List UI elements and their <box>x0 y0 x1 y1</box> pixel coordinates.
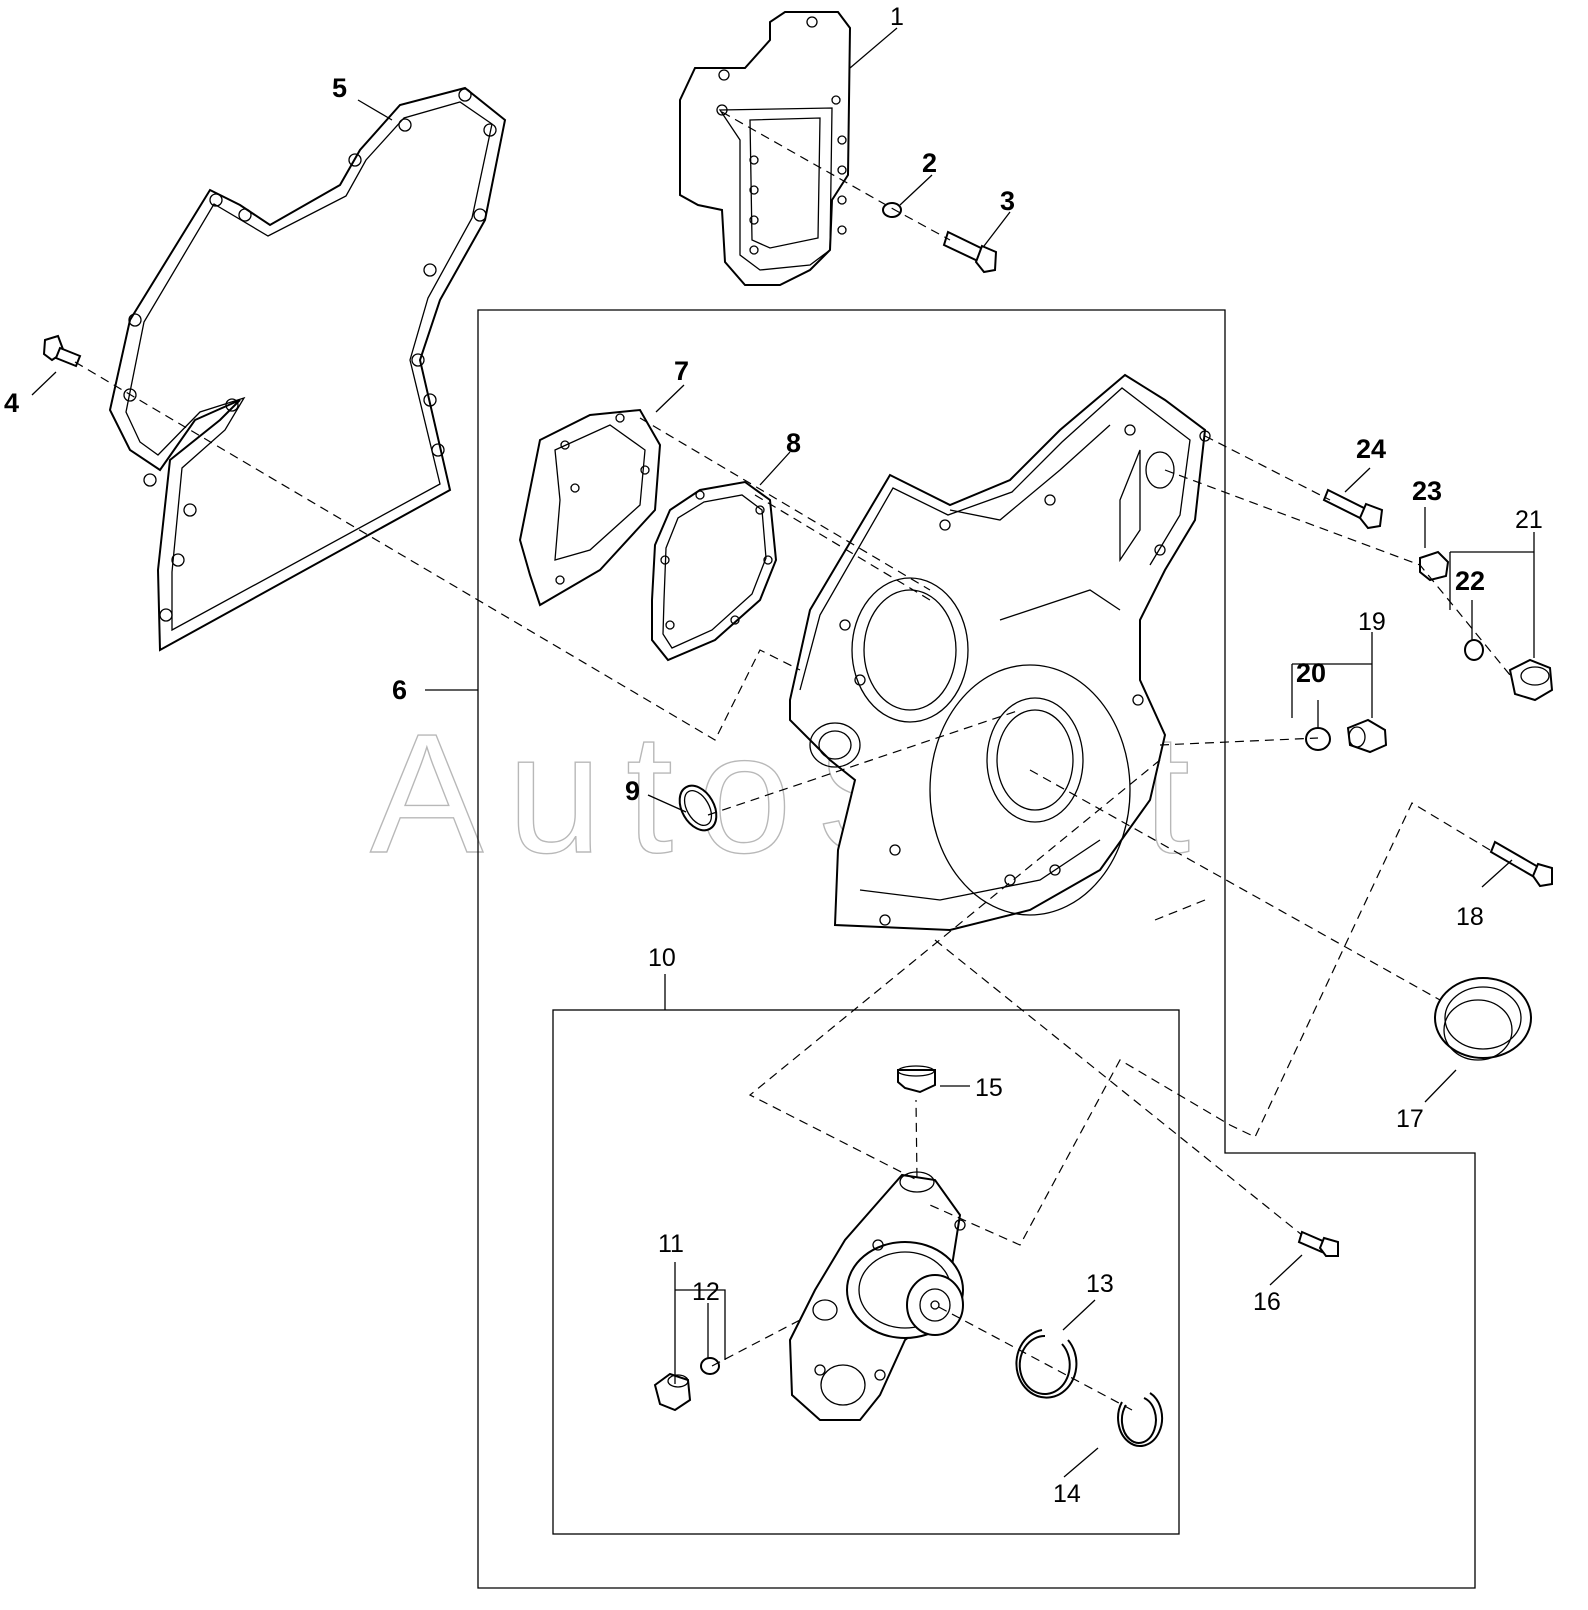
part-1-bracket <box>679 11 852 286</box>
part-14-circlip <box>1117 1392 1164 1447</box>
part-5-gasket <box>108 86 507 652</box>
callout-6: 6 <box>392 675 407 705</box>
callout-18: 18 <box>1456 903 1484 931</box>
callout-16: 16 <box>1253 1288 1281 1316</box>
part-6-timing-cover <box>789 373 1211 932</box>
part-21-plug <box>1508 658 1554 702</box>
callout-17: 17 <box>1396 1105 1424 1133</box>
callout-labels: 1 2 3 4 5 6 7 8 9 10 11 12 13 14 15 16 1… <box>4 3 1543 1508</box>
callout-1: 1 <box>890 3 904 31</box>
callout-22: 22 <box>1455 566 1485 596</box>
callout-19: 19 <box>1358 608 1386 636</box>
callout-15: 15 <box>975 1074 1003 1102</box>
part-24-stud <box>1322 488 1384 530</box>
callout-3: 3 <box>1000 186 1015 216</box>
callout-11: 11 <box>658 1230 684 1258</box>
callout-8: 8 <box>786 428 801 458</box>
part-22-o-ring <box>1464 639 1484 661</box>
part-20-o-ring <box>1305 727 1331 751</box>
callout-5: 5 <box>332 73 347 103</box>
part-12-seal-ring <box>700 1357 720 1375</box>
part-11-plug <box>653 1372 692 1412</box>
leader-lines <box>31 27 1535 1478</box>
callout-9: 9 <box>625 776 640 806</box>
part-9-o-ring <box>678 784 718 832</box>
callout-12: 12 <box>692 1278 720 1306</box>
part-3-bolt <box>942 230 998 274</box>
callout-21: 21 <box>1515 506 1543 534</box>
part-23-nut <box>1419 550 1450 582</box>
assembly-6-group-frame <box>477 309 1476 1589</box>
part-10-water-pump <box>788 1171 966 1421</box>
part-16-bolt <box>1297 1230 1339 1257</box>
callout-13: 13 <box>1086 1270 1114 1298</box>
part-18-bolt <box>1489 840 1553 888</box>
callout-24: 24 <box>1356 434 1386 464</box>
callout-23: 23 <box>1412 476 1442 506</box>
part-15-cap <box>897 1065 936 1094</box>
callout-10: 10 <box>648 944 676 972</box>
part-13-retaining-ring <box>1015 1329 1078 1399</box>
part-4-bolt <box>42 334 82 368</box>
callout-4: 4 <box>4 388 19 418</box>
part-19-plug <box>1346 718 1388 754</box>
callout-7: 7 <box>674 356 689 386</box>
callout-20: 20 <box>1296 658 1326 688</box>
assembly-10-group-frame <box>552 1009 1180 1535</box>
callout-14: 14 <box>1053 1480 1081 1508</box>
part-17-oil-seal <box>1434 977 1532 1061</box>
callout-2: 2 <box>922 148 937 178</box>
part-2-washer <box>882 202 902 218</box>
part-8-cover-gasket <box>651 480 778 662</box>
part-7-cover-plate <box>518 408 662 607</box>
assembly-lines <box>74 111 1511 1411</box>
